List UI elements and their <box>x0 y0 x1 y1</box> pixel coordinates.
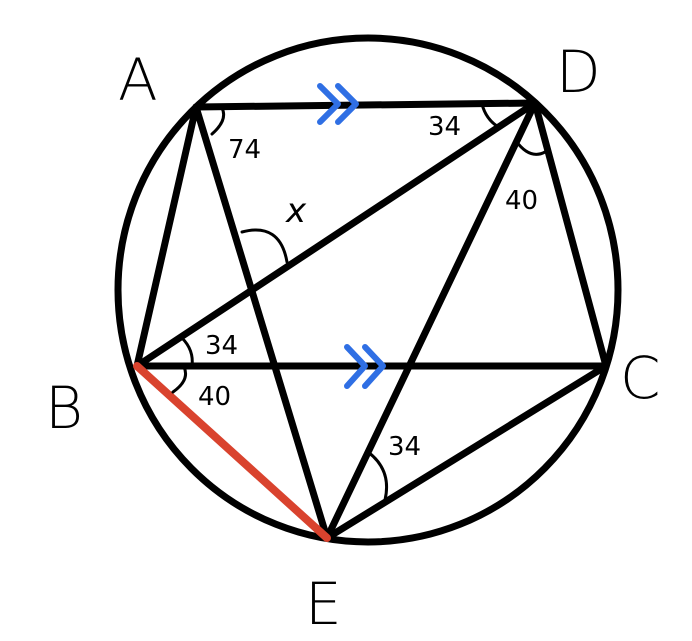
angle-label-B-upper: 34 <box>205 331 238 361</box>
vertex-label-A: A <box>118 46 158 114</box>
parallel-mark-BC <box>344 344 386 389</box>
vertex-label-E: E <box>305 570 342 638</box>
angle-label-D-side: 40 <box>505 186 538 216</box>
angle-arc-B-upper <box>180 336 194 368</box>
chord-AE <box>192 103 331 542</box>
chord-BE-highlight <box>133 362 331 542</box>
angle-arc-A <box>210 106 226 136</box>
angle-label-B-lower: 40 <box>198 382 231 412</box>
vertex-label-D: D <box>556 38 601 106</box>
angle-arc-D-side <box>514 139 547 156</box>
chord-AB <box>133 103 200 370</box>
chord-AD <box>192 99 539 111</box>
angle-arc-B-lower <box>171 365 188 394</box>
chord-DB <box>133 99 539 370</box>
unknown-angle-x: x <box>285 191 307 231</box>
angle-arc-x <box>240 228 289 264</box>
vertex-label-B: B <box>45 374 83 442</box>
angle-label-D-top: 34 <box>428 112 461 142</box>
parallel-mark-AD <box>317 83 359 125</box>
circumcircle <box>114 34 622 546</box>
chord-DC <box>531 99 610 370</box>
angle-arc-D-top <box>480 102 502 130</box>
chord-DE <box>323 99 539 542</box>
angle-label-E: 34 <box>388 432 421 462</box>
angle-arc-E <box>366 450 389 502</box>
chord-CE <box>323 362 610 542</box>
vertex-label-C: C <box>620 344 661 412</box>
angle-label-A: 74 <box>228 135 261 165</box>
